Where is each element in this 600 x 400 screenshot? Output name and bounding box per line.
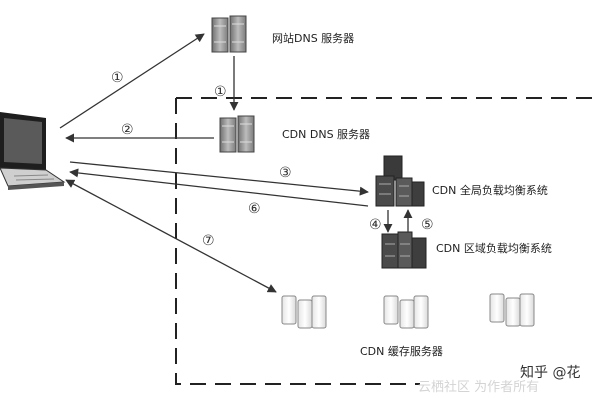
step-marker: ⑦: [202, 233, 215, 249]
cache-server-icon: [281, 295, 327, 329]
site-dns-label: 网站DNS 服务器: [272, 32, 355, 45]
global-lb-label: CDN 全局负载均衡系统: [432, 184, 548, 197]
arrow-step7-bidirectional: [65, 179, 277, 293]
step-marker: ⑥: [248, 201, 261, 217]
global-lb-rack-icon: [375, 155, 425, 207]
watermark-faint: 云栖社区 为作者所有: [418, 380, 540, 395]
step-marker: ②: [121, 122, 134, 138]
cache-server-icon: [489, 293, 535, 327]
site-dns-server-icon: [211, 15, 247, 53]
regional-lb-rack-icon: [381, 231, 427, 269]
laptop-icon: [0, 112, 66, 190]
cache-server-icon: [383, 295, 429, 329]
step-marker: ⑤: [421, 217, 434, 233]
cdn-dns-server-icon: [219, 115, 255, 153]
step-marker: ①: [214, 84, 227, 100]
cdn-region-border: [175, 97, 600, 385]
cache-servers-label: CDN 缓存服务器: [360, 345, 443, 358]
step-marker: ①: [111, 70, 124, 86]
arrow-step3-to-global-lb: [69, 161, 369, 196]
regional-lb-label: CDN 区域负载均衡系统: [436, 242, 552, 255]
arrow-step1-to-site-dns: [59, 33, 205, 129]
cdn-dns-label: CDN DNS 服务器: [282, 128, 371, 141]
watermark-zhihu: 知乎 @花: [520, 365, 581, 381]
step-marker: ③: [279, 165, 292, 181]
step-marker: ④: [369, 217, 382, 233]
